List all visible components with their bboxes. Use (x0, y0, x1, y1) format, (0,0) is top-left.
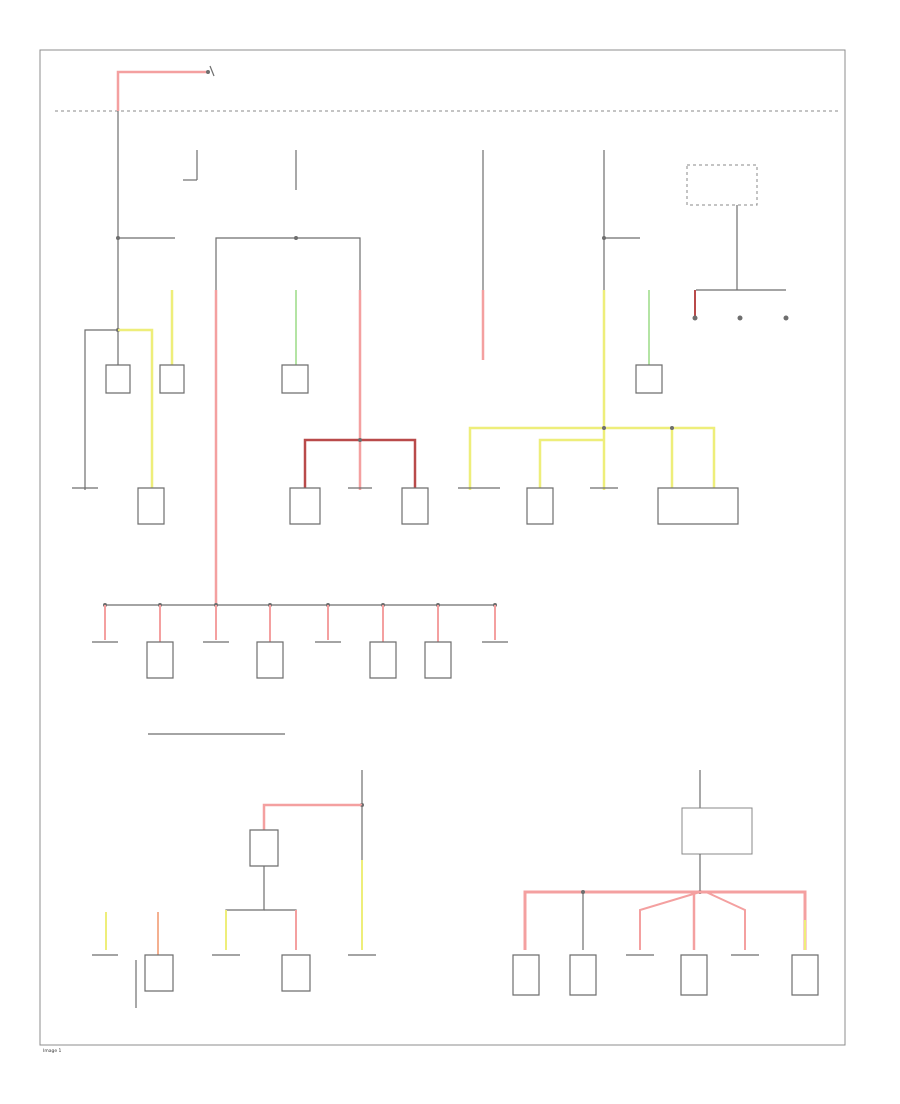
component-group-row1-left (105, 364, 309, 394)
relay-box-right (686, 164, 789, 321)
bottom-left-branches (92, 912, 376, 1008)
left-distribution-wires (84, 236, 417, 605)
fuse-column-2 (183, 150, 198, 181)
component-group-row2-right (458, 487, 739, 525)
bottom-right-red-bus (523, 890, 807, 950)
component-group-row2-left (72, 487, 429, 525)
component-group-row1-right (635, 364, 663, 394)
component-group-bottom-right (512, 954, 819, 996)
diagram-frame (39, 49, 846, 1046)
corner-label: Image 1 (43, 1048, 62, 1054)
fuse-column-5 (602, 150, 650, 428)
bottom-left-relay (225, 829, 297, 950)
fuse-column-1 (116, 111, 175, 290)
bottom-left-source (262, 770, 364, 950)
component-group-middle-row (92, 641, 508, 679)
bottom-right-source (681, 770, 753, 894)
right-yellow-bus (468, 426, 716, 490)
middle-distribution-bus (103, 603, 497, 642)
ignition-source-feed (116, 65, 215, 111)
